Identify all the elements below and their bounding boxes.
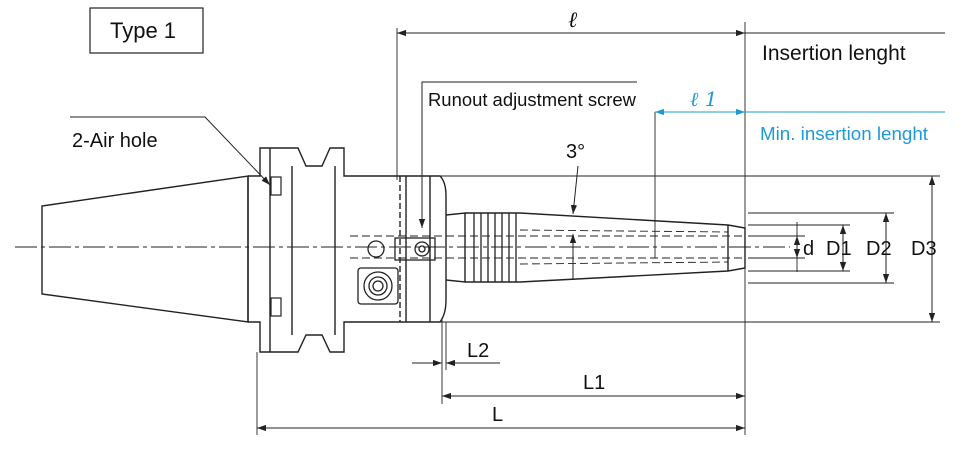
runout-screw-hole [394,237,436,261]
label-insertion-length: Insertion lenght [762,42,906,65]
title-box [89,7,204,54]
label-angle: 3° [566,141,585,163]
taper-shank [41,175,249,323]
angle-arrow-top [570,165,579,215]
label-L2: L2 [467,340,489,362]
label-L: L [492,404,503,426]
air-hole-marks [270,176,282,317]
label-min-insertion-length: Min. insertion lenght [760,124,928,144]
label-d: d [803,238,814,260]
label-D2: D2 [866,238,892,260]
hidden-bore [350,229,745,265]
flange [248,147,447,353]
clamp-screw [357,267,399,305]
label-ell: ℓ [568,8,578,33]
leader-runout [418,81,637,228]
label-D3: D3 [911,238,937,260]
label-L1: L1 [583,372,605,394]
knurl-grooves [473,213,517,282]
title-text: Type 1 [110,18,176,43]
taper-nose [465,212,746,283]
label-ell1: ℓ 1 [690,87,717,111]
side-hole [367,240,385,258]
holder-body [41,147,746,353]
label-runout-screw: Runout adjustment screw [428,90,637,110]
label-D1: D1 [826,238,852,260]
leader-air-hole [70,116,271,186]
label-air-hole: 2-Air hole [72,130,158,152]
